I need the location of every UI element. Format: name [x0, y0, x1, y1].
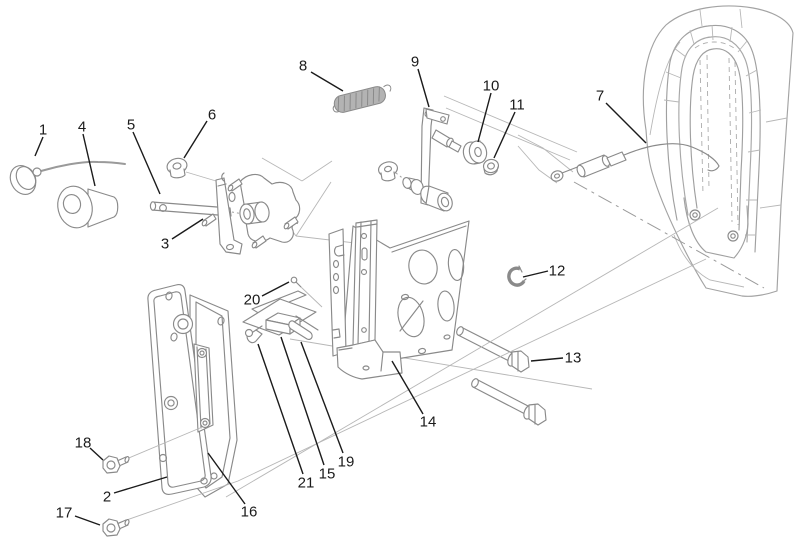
callout-leader-5	[132, 131, 161, 195]
bracket-holes	[397, 248, 465, 355]
bracket-foot	[336, 339, 403, 380]
callout-label-13: 13	[565, 350, 582, 367]
callout-label-17: 17	[56, 505, 73, 522]
callout-leader-10	[477, 92, 492, 143]
washer	[462, 140, 488, 165]
bracket-left-flange	[328, 228, 347, 357]
callout-label-15: 15	[319, 466, 336, 483]
callout-label-2: 2	[103, 489, 111, 506]
callout-leader-8	[310, 71, 344, 92]
callout-leader-19	[300, 341, 344, 454]
callout-label-18: 18	[75, 435, 92, 452]
callout-leader-21	[257, 343, 304, 475]
callout-leader-2	[113, 476, 168, 494]
pivot-stud	[431, 129, 462, 153]
mount-plates	[147, 284, 238, 498]
callout-leader-11	[493, 111, 516, 159]
bolt-lower	[471, 378, 547, 426]
callout-label-12: 12	[549, 263, 566, 280]
callout-label-3: 3	[161, 236, 169, 253]
callout-leader-17	[74, 515, 101, 526]
screw-pin	[290, 276, 323, 308]
callout-leader-13	[530, 357, 564, 362]
clip-bracket	[244, 325, 263, 344]
callout-leader-9	[417, 68, 430, 108]
lever-arm-assembly	[378, 107, 500, 212]
projection-lines	[261, 95, 765, 390]
choke-rod	[149, 201, 232, 217]
console-hidden-lines	[694, 41, 739, 226]
bracket-channel	[352, 219, 378, 346]
callout-label-11: 11	[509, 97, 525, 114]
long-bolts	[456, 326, 547, 426]
callout-label-19: 19	[338, 454, 355, 471]
cable-wire	[623, 143, 720, 172]
callout-leader-18	[89, 447, 104, 461]
cable-ferrule	[576, 151, 627, 178]
bolt-upper	[456, 326, 530, 373]
callout-label-4: 4	[78, 119, 86, 136]
pivot-ring	[172, 313, 194, 335]
callout-leader-12	[522, 270, 549, 278]
callout-label-7: 7	[596, 88, 604, 105]
front-plate	[147, 284, 212, 495]
alignment-lines	[117, 207, 719, 524]
callout-leader-6	[183, 120, 208, 159]
choke-wire	[40, 160, 126, 172]
standoff-bar	[193, 343, 214, 433]
callout-leader-3	[171, 218, 204, 240]
callout-leader-16	[207, 452, 246, 505]
choke-lever-assembly	[149, 157, 301, 255]
disc	[9, 165, 42, 195]
callout-leader-7	[605, 102, 647, 144]
cable-eyelet	[550, 170, 564, 182]
pivot-sleeve	[420, 185, 453, 212]
spring	[332, 84, 392, 113]
small-hardware-cluster	[242, 276, 323, 344]
hex-bolt-18	[102, 455, 130, 474]
callout-label-5: 5	[127, 117, 135, 134]
callout-label-14: 14	[420, 414, 437, 431]
callout-label-10: 10	[483, 78, 500, 95]
callout-label-8: 8	[299, 58, 307, 75]
knob	[57, 185, 119, 229]
cone-spacer	[402, 177, 424, 195]
console-band-segments	[663, 24, 762, 236]
knob-and-disc	[9, 160, 126, 229]
callout-label-6: 6	[208, 107, 216, 124]
callout-label-20: 20	[244, 292, 261, 309]
callout-leader-1	[34, 136, 44, 157]
cable-assembly	[550, 143, 720, 182]
callout-leader-14	[391, 360, 424, 415]
hex-bolt-17	[102, 518, 130, 537]
callout-leader-15	[280, 336, 325, 466]
callout-leader-4	[82, 133, 96, 187]
callout-leader-20	[261, 281, 290, 297]
nut	[482, 158, 500, 176]
pivot-pins	[201, 172, 299, 249]
grommet-bushing	[378, 161, 406, 182]
console-housing	[642, 5, 794, 297]
callout-label-16: 16	[241, 504, 258, 521]
callout-label-9: 9	[411, 54, 419, 71]
retaining-clip	[507, 265, 527, 287]
main-bracket	[328, 219, 470, 380]
plate-boss	[163, 395, 179, 411]
console-mount-panel	[673, 197, 749, 288]
spring-pin	[288, 315, 319, 340]
callout-label-21: 21	[298, 475, 315, 492]
grommet	[166, 157, 227, 185]
callout-label-1: 1	[39, 122, 47, 139]
